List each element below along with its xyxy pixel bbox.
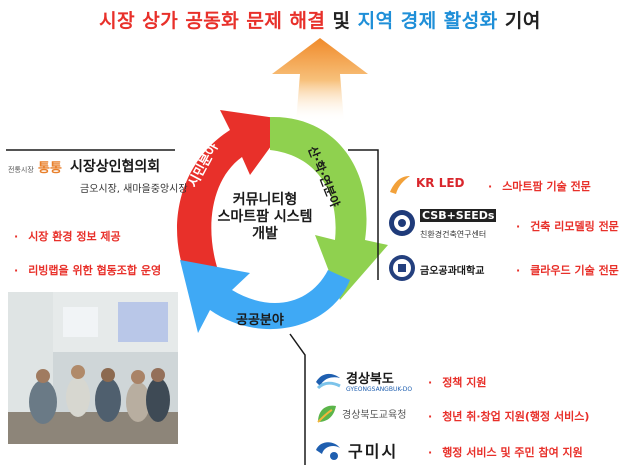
gov-desc-3: ·행정 서비스 및 주민 참여 지원 [428,446,583,459]
gbe-logo: 경상북도교육청 [314,400,424,430]
gbe-leaf-icon [317,405,336,423]
gyeongbuk-wave-icon [316,373,341,390]
page-title: 시장 상가 공동화 문제 해결 및 지역 경제 활성화 기여 [99,10,541,32]
cycle-diagram [177,110,388,333]
gyeongbuk-logo: 경상북도 GYEONGSANGBUK-DO [314,366,424,396]
market-logo: 전통시장 통통 [8,161,62,176]
upward-arrow [272,38,368,122]
gumi-swirl-icon [316,442,340,460]
label-public: 공공분야 [236,313,284,328]
partner-desc-1: ·스마트팜 기술 전문 [488,180,591,193]
krled-mark-icon [390,176,410,194]
gov-desc-2: ·청년 취·창업 지원(행정 서비스) [428,410,590,423]
gov-desc-1: ·정책 지원 [428,376,487,389]
org-name: 시장상인협의회 [70,159,161,175]
org-sub: 금오시장, 새마을중앙시장 [80,184,188,195]
university-seal-icon [389,210,415,236]
blue-cycle-arrow [180,260,350,333]
partner-desc-3: ·클라우드 기술 전문 [516,264,619,277]
green-cycle-arrow [270,116,388,300]
meeting-photo [8,292,178,444]
kit-seal-icon [389,255,415,281]
center-title: 커뮤니티형 스마트팜 시스템 개발 [217,192,313,242]
partner-desc-2: ·건축 리모델링 전문 [516,220,619,233]
gumi-logo: 구미시 [314,436,424,466]
kit-logo: 금오공과대학교 [388,254,508,284]
red-cycle-arrow [177,110,290,285]
left-bullet-1: ·시장 환경 정보 제공 [14,230,121,243]
krled-logo: KR LED [388,170,465,198]
csb-logo: CSB+SEEDs 친환경건축연구센터 [388,205,498,245]
left-bullet-2: ·리빙랩을 위한 협동조합 운영 [14,264,162,277]
